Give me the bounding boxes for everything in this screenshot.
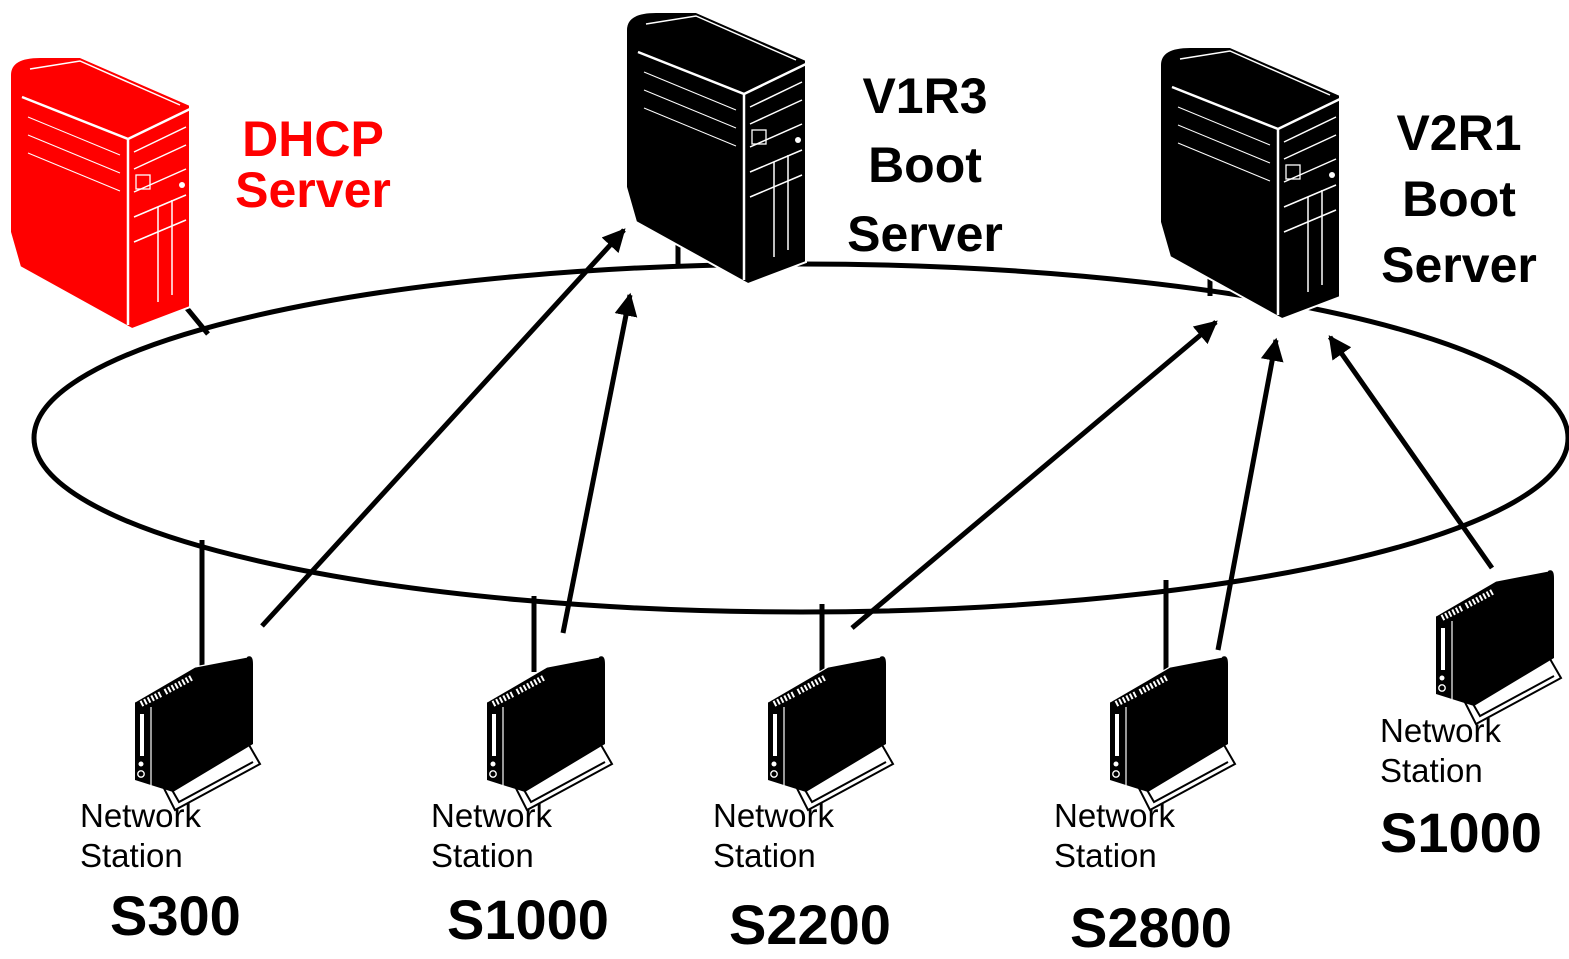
station-model: S300 <box>110 884 241 947</box>
server-label-line: DHCP <box>242 111 384 167</box>
station-label-line: Station <box>80 836 183 874</box>
station-label-line: Network <box>713 797 835 834</box>
network-ring <box>31 261 1569 615</box>
station-model: S1000 <box>1380 801 1542 864</box>
server-label-line: Server <box>847 206 1003 262</box>
station-label-line: Network <box>431 797 553 834</box>
network-station-icon <box>135 656 260 810</box>
station-label-line: Network <box>1054 797 1176 834</box>
server-label-line: V1R3 <box>862 68 988 124</box>
station-label: Network Station <box>1054 796 1175 875</box>
station-label: Network Station <box>713 796 834 875</box>
boot-arrow <box>1215 337 1284 651</box>
server-label-line: Server <box>1381 237 1537 293</box>
station-label: Network Station <box>431 796 552 875</box>
dhcp-server-icon <box>8 55 192 331</box>
server-label-line: V2R1 <box>1396 105 1522 161</box>
dhcp-server-label: DHCP Server <box>218 114 408 216</box>
network-station-icon <box>487 656 612 810</box>
station-label: Network Station <box>1380 711 1501 790</box>
station-label-line: Station <box>1380 751 1483 789</box>
server-label-line: Server <box>235 162 391 218</box>
v1r3-server-label: V1R3 Boot Server <box>830 62 1020 269</box>
v2r1-server-icon <box>1158 45 1342 321</box>
network-station-icon <box>1436 570 1561 724</box>
server-label-line: Boot <box>868 137 982 193</box>
station-label-line: Network <box>80 797 202 834</box>
v2r1-server-label: V2R1 Boot Server <box>1364 100 1554 298</box>
network-station-icon <box>1110 656 1235 810</box>
boot-arrow <box>260 228 626 628</box>
boot-arrow <box>850 320 1218 630</box>
station-label-line: Station <box>1054 836 1157 874</box>
station-label: Network Station <box>80 796 201 875</box>
boot-arrow <box>1327 335 1495 570</box>
network-station-icon <box>768 656 893 810</box>
station-model: S1000 <box>447 888 609 951</box>
station-label-line: Station <box>431 836 534 874</box>
station-model: S2800 <box>1070 896 1232 959</box>
v1r3-server-icon <box>624 10 808 286</box>
station-label-line: Network <box>1380 712 1502 749</box>
station-label-line: Station <box>713 836 816 874</box>
boot-arrow <box>560 292 638 634</box>
station-model: S2200 <box>729 893 891 956</box>
server-label-line: Boot <box>1402 171 1516 227</box>
